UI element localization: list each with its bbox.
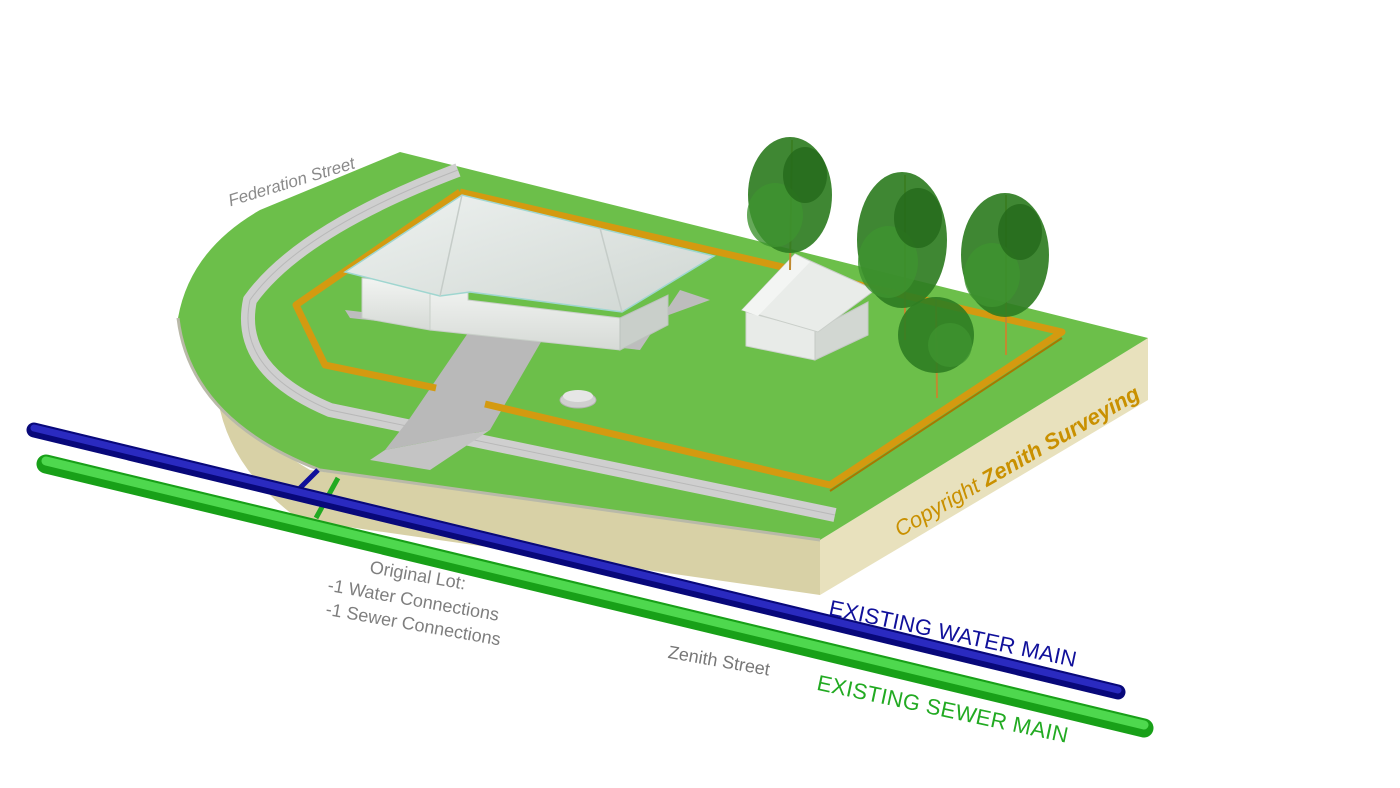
site-plan-diagram	[0, 0, 1400, 788]
